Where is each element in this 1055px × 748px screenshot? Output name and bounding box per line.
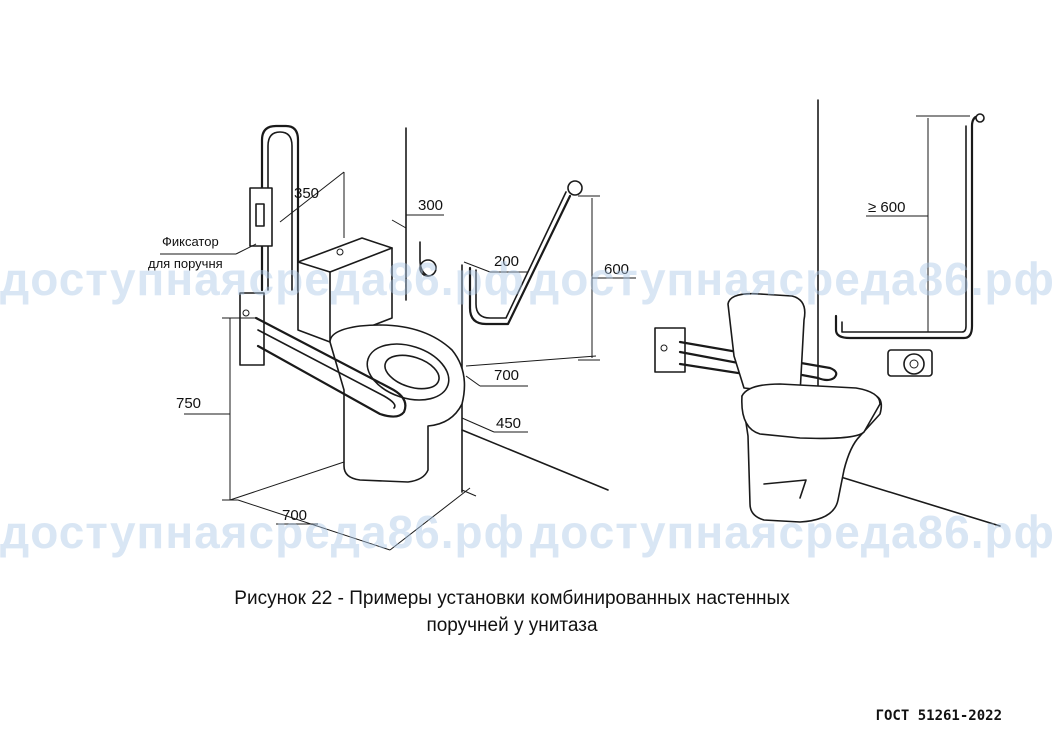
watermark-3: доступнаясреда86.рф	[0, 506, 525, 558]
dim-700-front-label: 700	[494, 367, 519, 384]
dim-350-label: 350	[294, 185, 319, 202]
toilet-handrails-diagram: 350 300 200 600 750 700 450 700 Фиксатор…	[148, 99, 1001, 551]
dim-450-label: 450	[496, 415, 521, 432]
watermark-2: доступнаясреда86.рф	[530, 253, 1055, 305]
dim-300-label: 300	[418, 197, 443, 214]
watermark-1: доступнаясреда86.рф	[0, 253, 525, 305]
latch-note-line2: для поручня	[148, 256, 223, 271]
dim-600-label: 600	[604, 261, 629, 278]
caption-line-2: поручней у унитаза	[426, 615, 598, 636]
right-illustration: ≥ 600	[654, 99, 1001, 527]
dim-min-600-label: ≥ 600	[868, 199, 905, 216]
dim-200-label: 200	[494, 253, 519, 270]
latch-note-line1: Фиксатор	[162, 234, 219, 249]
dim-700-bottom-label: 700	[282, 507, 307, 524]
caption-line-1: Рисунок 22 - Примеры установки комбиниро…	[234, 588, 790, 609]
left-illustration: 350 300 200 600 750 700 450 700 Фиксатор…	[148, 124, 636, 551]
figure-caption: Рисунок 22 - Примеры установки комбиниро…	[0, 585, 1024, 639]
watermark-4: доступнаясреда86.рф	[530, 506, 1055, 558]
standard-reference: ГОСТ 51261-2022	[875, 708, 1002, 724]
dim-750-label: 750	[176, 395, 201, 412]
